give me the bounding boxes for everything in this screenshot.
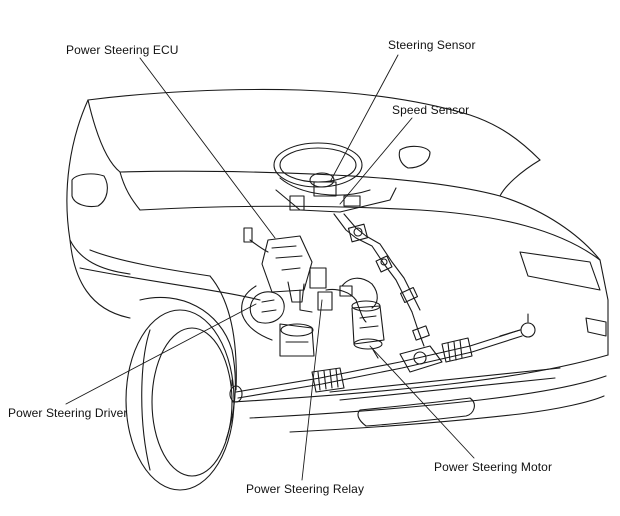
- leader-lines: [66, 55, 474, 480]
- label-power-steering-motor: Power Steering Motor: [434, 460, 553, 474]
- motor-module: [352, 301, 384, 358]
- ecu-module: [244, 228, 326, 302]
- steering-wheel: [274, 143, 396, 212]
- label-power-steering-ecu: Power Steering ECU: [66, 43, 179, 57]
- leader-ecu: [140, 58, 275, 238]
- leader-relay: [302, 300, 322, 480]
- label-speed-sensor: Speed Sensor: [392, 103, 470, 117]
- steering-column: [334, 214, 420, 312]
- car-body: [67, 89, 608, 490]
- driver-module: [242, 286, 314, 356]
- relay-module: [300, 290, 332, 312]
- wire-harness: [326, 278, 377, 322]
- label-power-steering-driver: Power Steering Driver: [8, 406, 128, 420]
- leader-speed-sensor: [340, 118, 412, 204]
- leader-driver: [66, 304, 256, 404]
- label-power-steering-relay: Power Steering Relay: [246, 482, 365, 496]
- leader-motor: [370, 346, 474, 458]
- label-steering-sensor: Steering Sensor: [388, 38, 476, 52]
- leader-steering-sensor: [330, 55, 398, 182]
- steering-rack: [230, 312, 535, 402]
